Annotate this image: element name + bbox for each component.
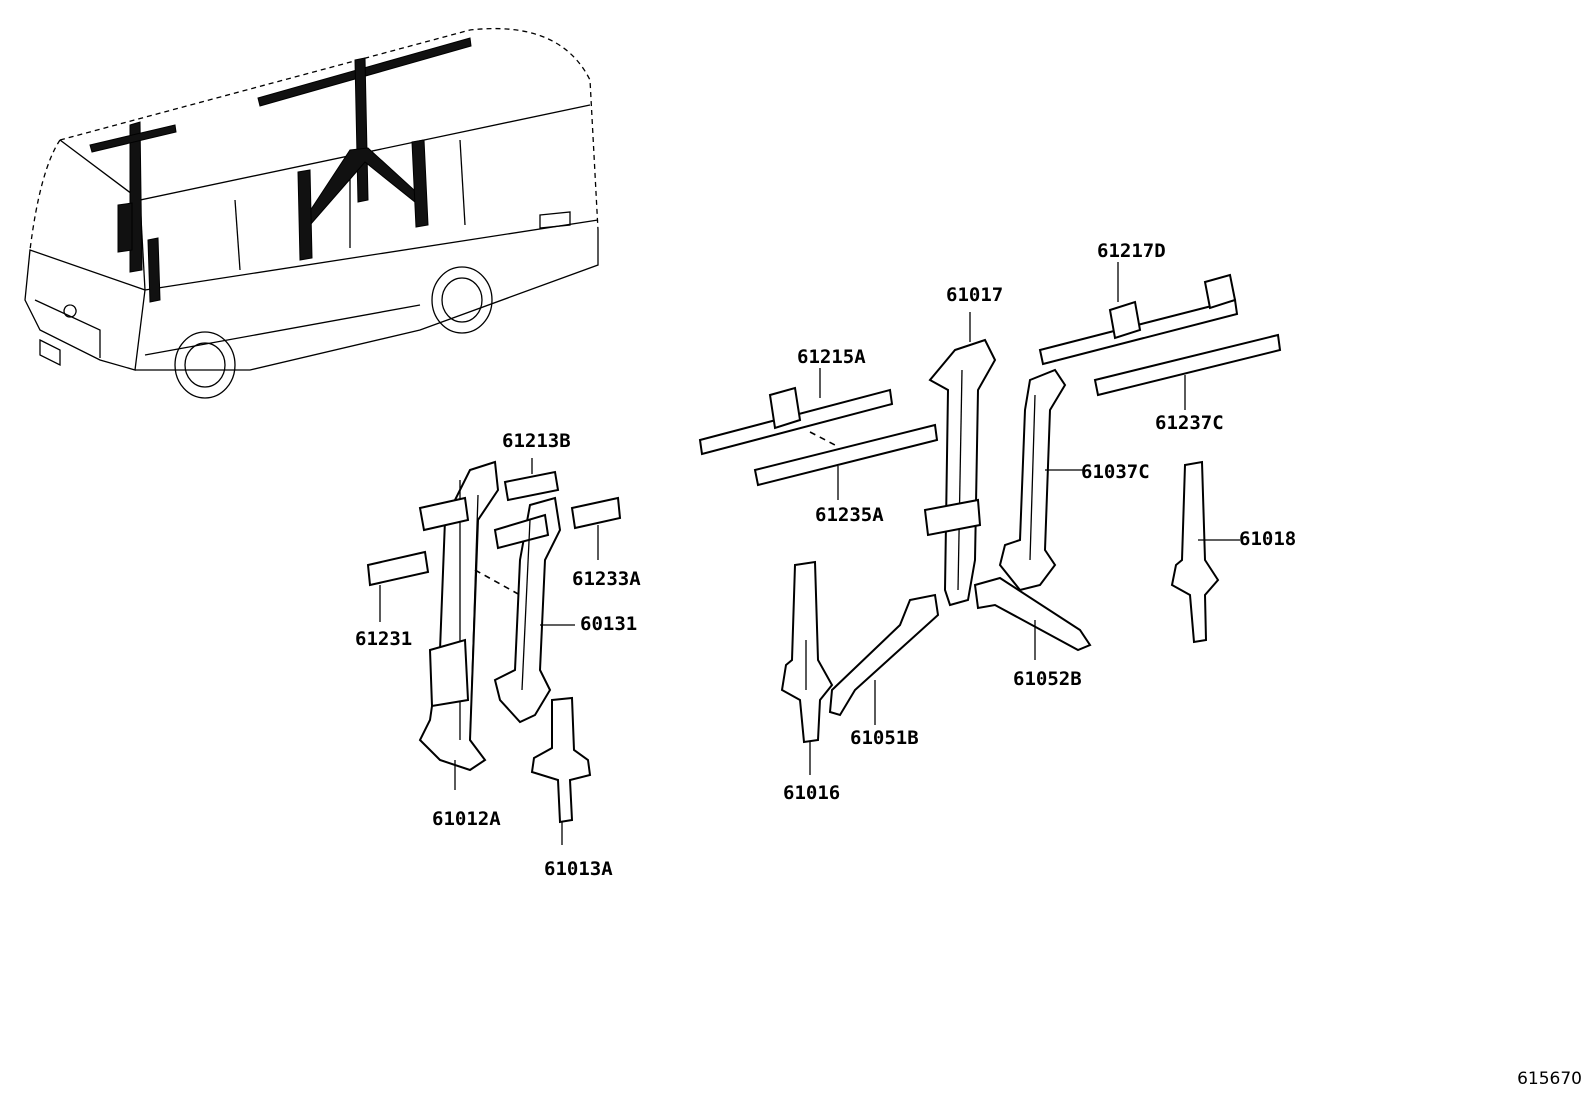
part-61213B-shape [503,470,560,502]
part-61231-shape [366,550,430,587]
part-61215A-shape [698,368,894,456]
figure-number: 615670 [1517,1069,1582,1089]
label-61016: 61016 [783,782,841,804]
label-61231: 61231 [355,628,413,650]
van-illustration [24,27,599,399]
part-60131-shape [493,496,562,724]
label-61233A: 61233A [572,568,641,590]
part-61217D-shape [1038,262,1239,366]
part-61013A-shape [530,696,592,845]
label-61217D: 61217D [1097,240,1166,262]
label-61018: 61018 [1239,528,1297,550]
label-61052B: 61052B [1013,668,1082,690]
label-61051B: 61051B [850,727,919,749]
part-61016-shape [780,560,834,775]
part-61051B-shape [828,593,940,725]
label-61037C: 61037C [1081,461,1150,483]
label-60131: 60131 [580,613,638,635]
part-61235A-shape [753,423,939,500]
dashed-guide-1 [474,569,521,596]
part-61233A-shape [570,496,622,530]
part-61052B-shape [973,576,1092,660]
part-61017-shape [923,312,997,607]
part-61237C-shape [1093,333,1282,410]
label-61213B: 61213B [502,430,571,452]
label-61017: 61017 [946,284,1004,306]
label-61013A: 61013A [544,858,613,880]
label-61235A: 61235A [815,504,884,526]
part-61012A-shape [418,460,500,790]
dashed-guide-2 [809,431,836,446]
part-61037C-shape [998,368,1085,592]
part-61018-shape [1170,460,1240,644]
label-61215A: 61215A [797,346,866,368]
label-61012A: 61012A [432,808,501,830]
label-61237C: 61237C [1155,412,1224,434]
